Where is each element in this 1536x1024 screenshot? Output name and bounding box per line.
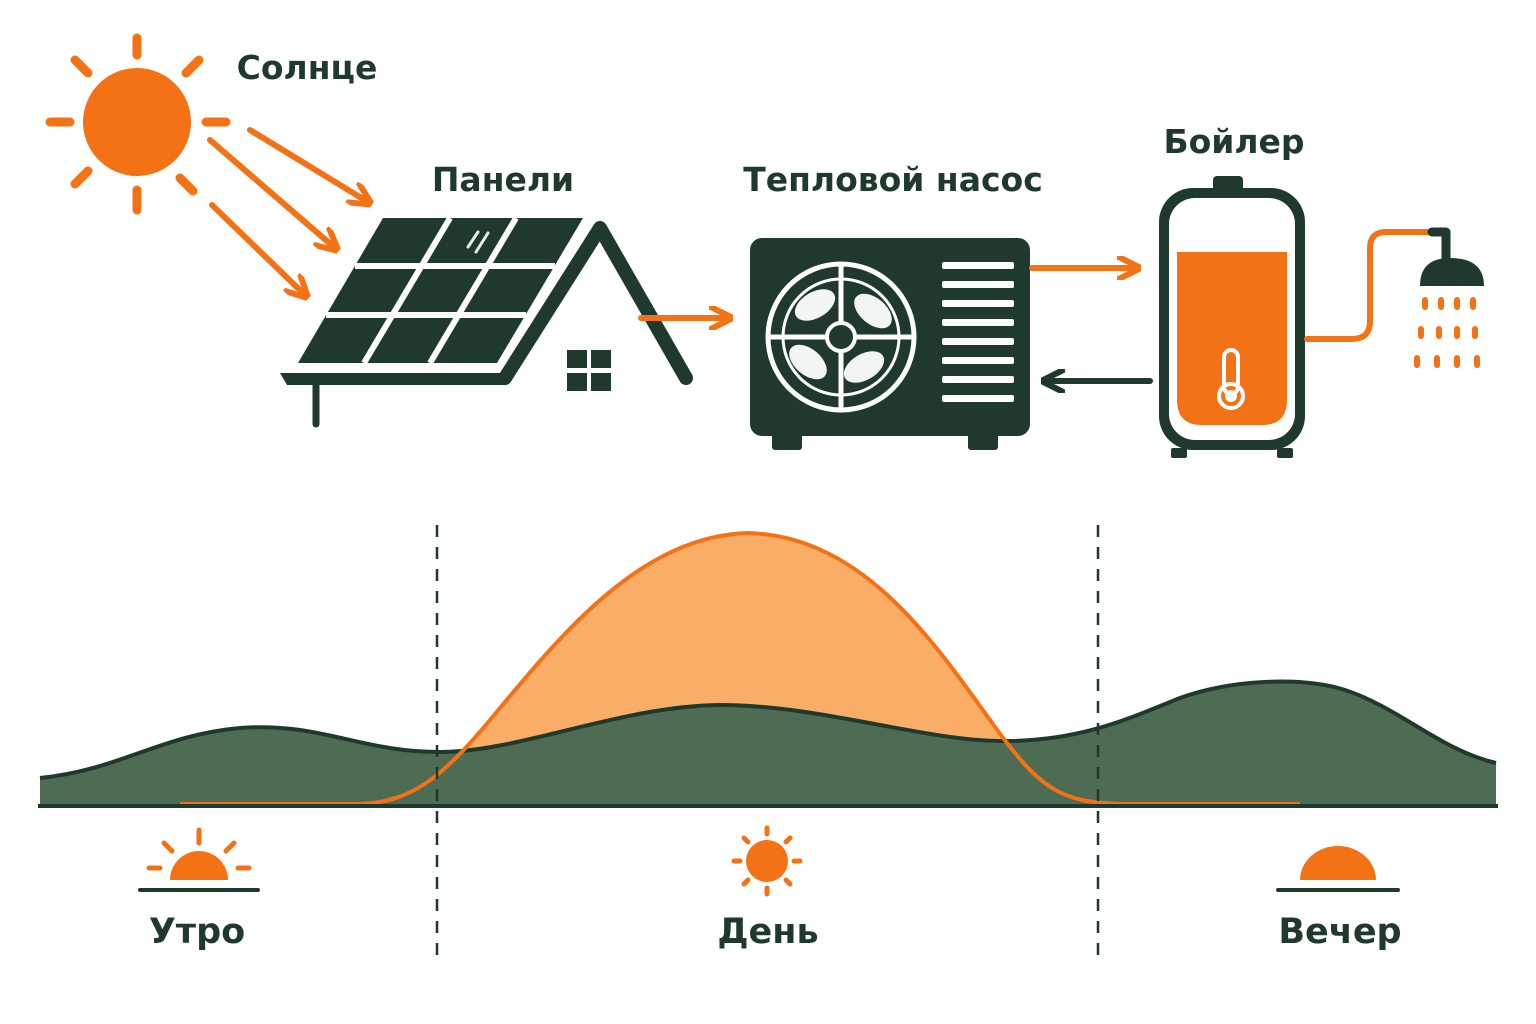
period-evening-label: Вечер [1278,912,1402,952]
solar-generation-area [40,533,1300,804]
sun-icon [45,33,231,215]
shower-pipe [1304,229,1435,342]
sun-label: Солнце [236,48,378,87]
solar-generation-line [180,530,1300,806]
boiler-icon [1159,176,1305,458]
boiler-label: Бойлер [1163,122,1305,161]
midday-sun-icon [731,825,803,897]
house-icon [498,221,693,391]
consumption-area [40,681,1496,804]
period-morning-label: Утро [148,912,246,952]
solar-panel-icon [280,216,583,428]
consumption-line [39,679,1497,780]
heat-pump-label: Тепловой насос [743,160,1043,199]
period-day-label: День [717,912,819,952]
daily-energy-chart [38,525,1498,960]
shower-icon [1414,227,1484,368]
heat-pump-icon [750,238,1030,450]
sunrise-icon [138,827,260,892]
sunset-icon [1276,846,1400,892]
sun-rays-arrows [207,127,368,295]
thermometer-icon [1217,348,1245,410]
panels-label: Панели [431,160,575,199]
